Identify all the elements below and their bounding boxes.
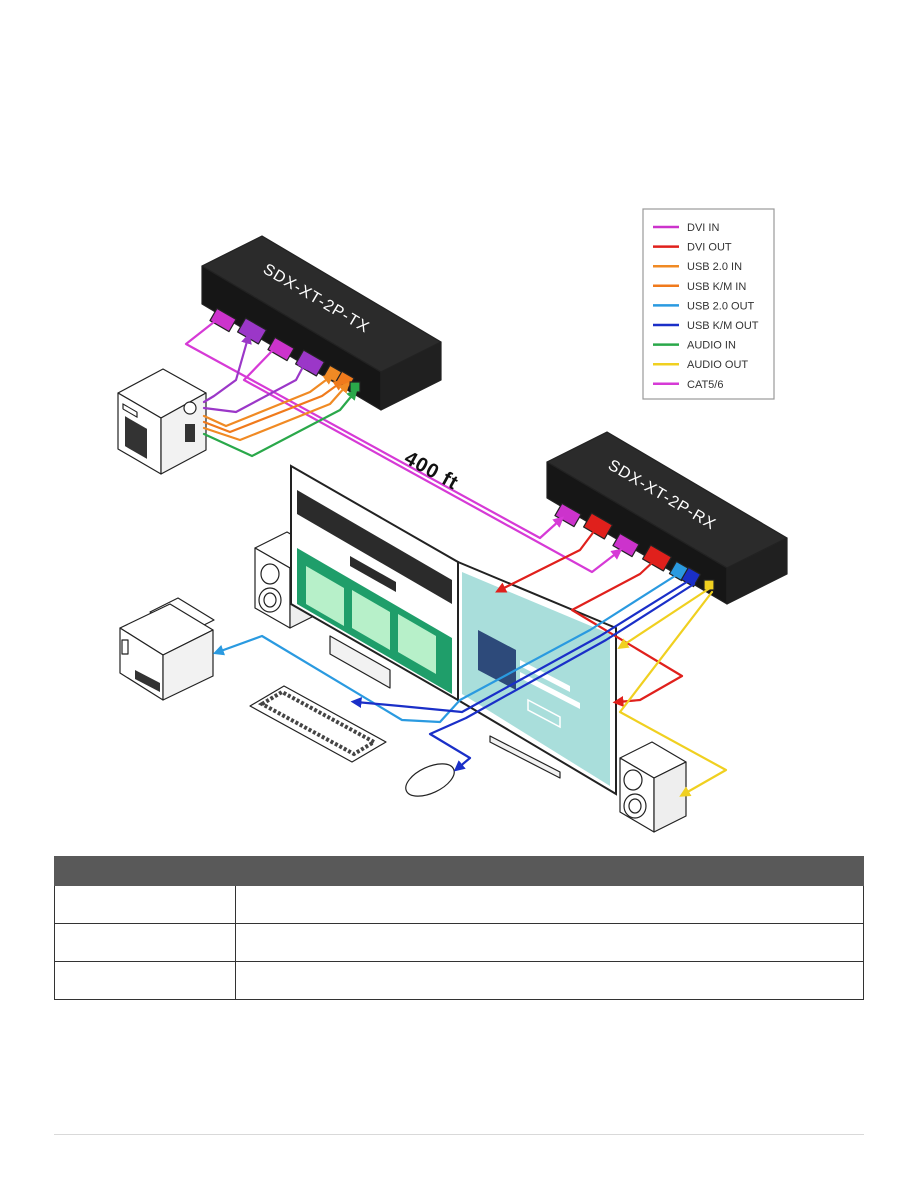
table-cell xyxy=(235,923,864,962)
mouse-icon xyxy=(405,763,455,797)
speaker-right-icon xyxy=(619,741,687,833)
legend-label: CAT5/6 xyxy=(687,379,723,391)
legend-item: USB K/M IN xyxy=(653,281,746,293)
monitor-left-icon xyxy=(290,464,459,702)
table-row xyxy=(54,885,864,924)
rx-extender-box: SDX-XT-2P-RX xyxy=(546,431,788,605)
printer-icon xyxy=(119,597,215,701)
legend-label: USB 2.0 OUT xyxy=(687,300,755,312)
table-header-row xyxy=(54,856,864,886)
legend-label: AUDIO OUT xyxy=(687,359,748,371)
legend-item: CAT5/6 xyxy=(653,379,723,391)
table-cell xyxy=(235,885,864,924)
legend-item: AUDIO IN xyxy=(653,340,736,352)
legend-label: USB K/M IN xyxy=(687,281,746,293)
table-header-cell xyxy=(54,856,236,886)
legend-item: USB K/M OUT xyxy=(653,320,759,332)
footer-divider xyxy=(54,1134,864,1135)
table-row xyxy=(54,923,864,962)
table-header-cell xyxy=(235,856,864,886)
connection-diagram: DVI IN DVI OUT USB 2.0 IN USB K/M IN USB 2.0… xyxy=(117,208,788,833)
legend-item: DVI OUT xyxy=(653,242,732,254)
distance-label: 400 ft xyxy=(401,447,463,494)
table-cell xyxy=(235,961,864,1000)
legend-label: USB 2.0 IN xyxy=(687,261,742,273)
computer-tower-icon xyxy=(117,368,207,475)
keyboard-icon xyxy=(249,685,387,763)
legend-item: USB 2.0 OUT xyxy=(653,300,755,312)
legend-item: DVI IN xyxy=(653,222,719,234)
table-row xyxy=(54,961,864,1000)
legend-label: DVI IN xyxy=(687,222,719,234)
table-cell xyxy=(54,885,236,924)
cables xyxy=(184,320,728,797)
spec-table xyxy=(54,856,864,1000)
legend-item: USB 2.0 IN xyxy=(653,261,742,273)
table-cell xyxy=(54,961,236,1000)
legend-item: AUDIO OUT xyxy=(653,359,748,371)
legend: DVI IN DVI OUT USB 2.0 IN USB K/M IN USB 2.0… xyxy=(642,208,775,400)
legend-label: USB K/M OUT xyxy=(687,320,759,332)
legend-label: DVI OUT xyxy=(687,242,732,254)
table-cell xyxy=(54,923,236,962)
legend-label: AUDIO IN xyxy=(687,340,736,352)
